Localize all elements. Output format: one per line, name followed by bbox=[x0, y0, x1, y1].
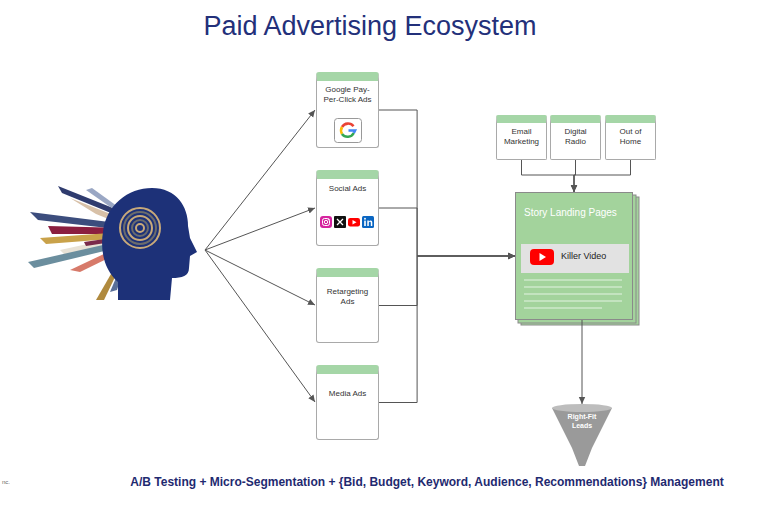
flow-connector bbox=[379, 256, 515, 306]
ad-channel-box: Social Ads bbox=[316, 170, 379, 246]
node-text: Google Pay-Per-Click Ads bbox=[323, 85, 372, 104]
spiral-rings bbox=[120, 208, 160, 248]
node-text: Email Marketing bbox=[499, 127, 544, 146]
flow-connector bbox=[522, 160, 575, 192]
icon bbox=[552, 402, 612, 471]
copyright-note: nc. bbox=[2, 479, 10, 485]
flow-connector bbox=[582, 320, 583, 404]
flow-connector bbox=[379, 208, 515, 256]
leads-funnel: Right-Fit Leads bbox=[552, 402, 612, 468]
node-text: Right-Fit Leads bbox=[561, 413, 603, 430]
head-silhouette bbox=[102, 188, 197, 300]
node-text: Out of Home bbox=[608, 127, 653, 146]
icon bbox=[522, 277, 626, 318]
icon bbox=[319, 215, 375, 232]
head-arrows bbox=[205, 110, 315, 402]
ad-channel-box: Google Pay-Per-Click Ads bbox=[316, 72, 379, 148]
landing-page: Story Landing PagesKiller Video bbox=[515, 192, 633, 320]
ad-channel-box: Media Ads bbox=[316, 365, 379, 440]
flow-connector bbox=[379, 256, 515, 403]
icon bbox=[530, 249, 554, 275]
node-text: Killer Video bbox=[561, 244, 629, 269]
channel-box: Out of Home bbox=[605, 115, 656, 160]
node-text: Media Ads bbox=[323, 389, 372, 399]
channel-box: Digital Radio bbox=[550, 115, 601, 160]
footer-note: A/B Testing + Micro-Segmentation + {Bid,… bbox=[100, 475, 754, 489]
channel-box: Email Marketing bbox=[496, 115, 547, 160]
diagram-title: Paid Advertising Ecosystem bbox=[0, 11, 740, 42]
ad-channel-box: Retargeting Ads bbox=[316, 268, 379, 343]
flow-connector bbox=[574, 160, 631, 192]
node-text: Social Ads bbox=[323, 184, 372, 194]
flow-connector bbox=[379, 110, 515, 256]
node-text: Digital Radio bbox=[553, 127, 598, 146]
icon bbox=[334, 118, 362, 146]
node-text: Retargeting Ads bbox=[323, 287, 372, 306]
node-text: Story Landing Pages bbox=[524, 207, 627, 219]
video-box: Killer Video bbox=[521, 244, 629, 273]
